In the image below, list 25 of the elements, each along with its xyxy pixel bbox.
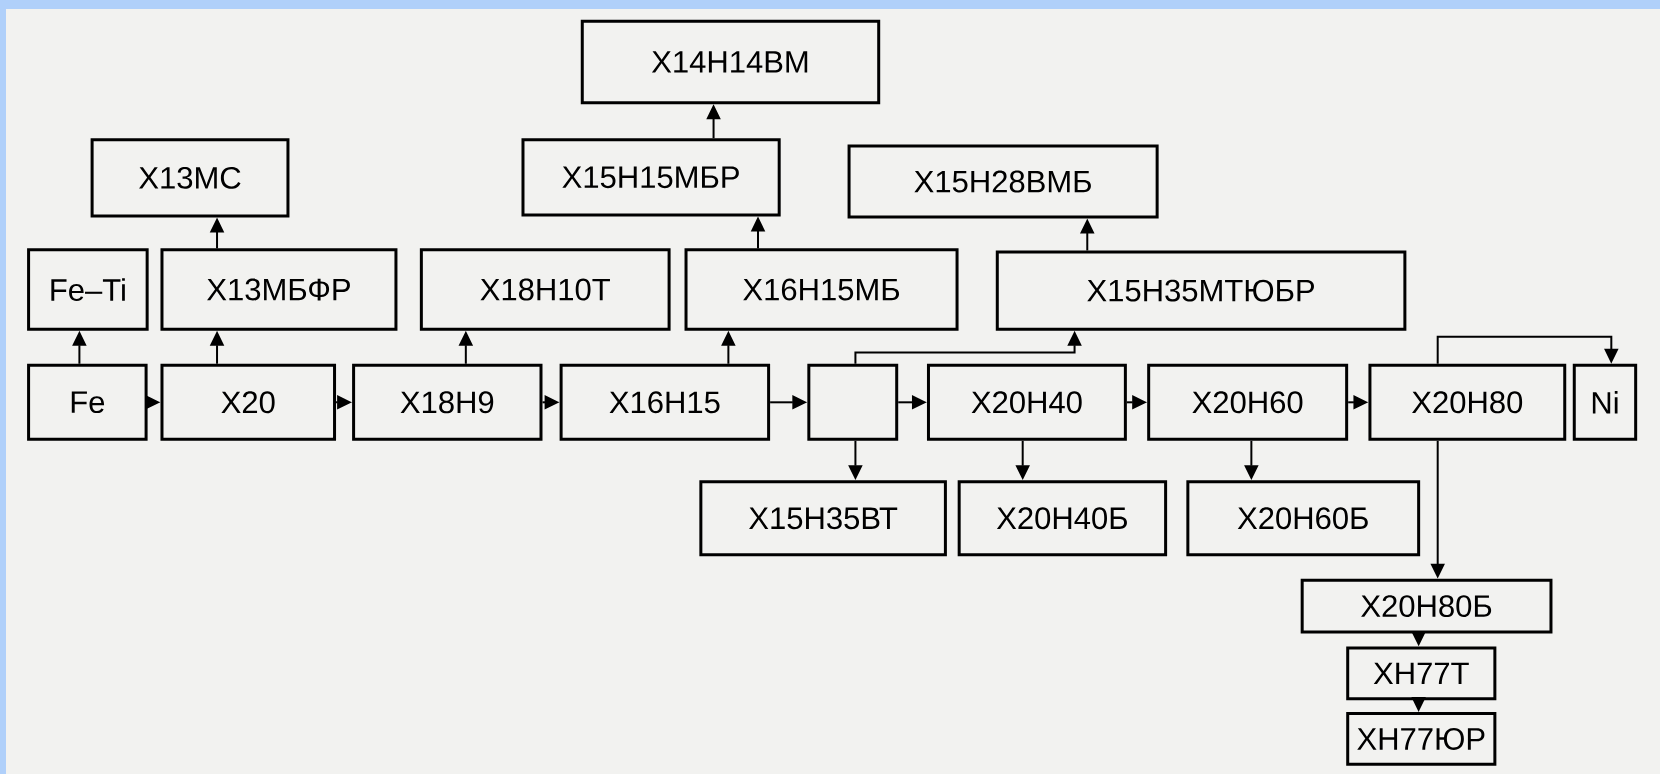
arrow (1436, 335, 1619, 365)
alloy-box: Х20Н80Б (1300, 578, 1553, 634)
alloy-box: Х18Н10Т (419, 248, 671, 331)
alloy-box: Х15Н15МБР (521, 138, 781, 217)
alloy-box: Х18Н9 (352, 363, 543, 441)
alloy-box: Fe (27, 363, 148, 441)
alloy-box: Х20Н60 (1147, 363, 1349, 441)
alloy-box: Х15Н28ВМБ (847, 144, 1159, 219)
alloy-box: Х20Н80 (1368, 363, 1567, 441)
alloy-box: Х16Н15 (559, 363, 771, 441)
alloy-box: Х15Н35МТЮБР (995, 250, 1407, 331)
alloy-box: ХН77ЮР (1346, 712, 1497, 766)
alloy-box: Ni (1572, 363, 1638, 441)
alloy-box: ХН77Т (1346, 646, 1497, 701)
alloy-box: Х14Н14ВМ (580, 19, 881, 105)
alloy-box: Х20 (160, 363, 337, 441)
alloy-box: Х16Н15МБ (684, 248, 959, 331)
alloy-box: Fe–Ti (27, 248, 149, 331)
alloy-box: Х13МС (90, 138, 290, 218)
alloy-box: Х15Н35ВТ (699, 480, 947, 557)
alloy-box: Х20Н60Б (1186, 480, 1421, 557)
empty-box (807, 363, 899, 441)
alloy-box: Х20Н40 (926, 363, 1127, 441)
alloy-box: Х20Н40Б (957, 480, 1168, 557)
alloy-box: Х13МБФР (160, 248, 398, 331)
